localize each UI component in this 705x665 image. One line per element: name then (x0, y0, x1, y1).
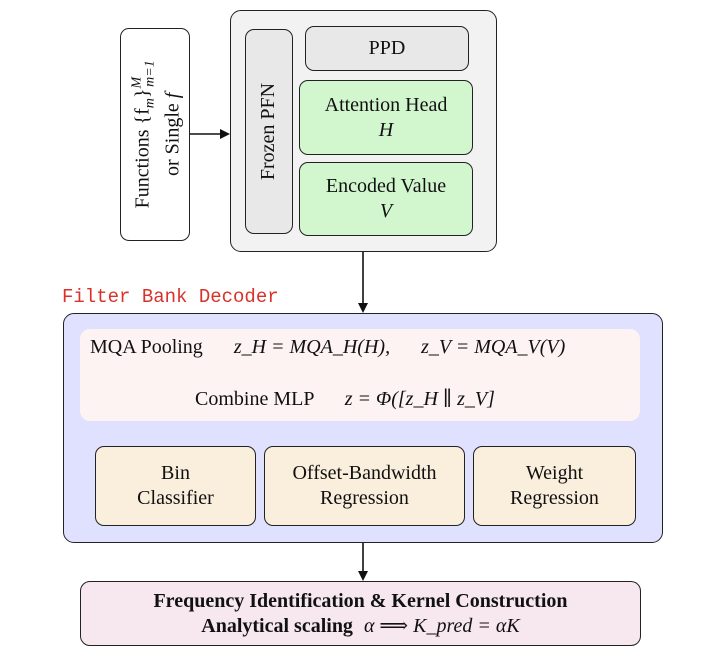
mqa-pooling-area (80, 329, 640, 421)
kernel-construction-title: Frequency Identification & Kernel Constr… (153, 589, 568, 612)
input-f-symbol: f (161, 92, 184, 99)
weight-regression-line2: Regression (510, 487, 599, 509)
mqa-pooling-line: MQA Pooling z_H = MQA_H(H), z_V = MQA_V(… (90, 336, 565, 359)
kernel-formula: α ⟹ K_pred = αK (363, 614, 520, 637)
offset-bandwidth-line2: Regression (320, 487, 409, 509)
attention-head-symbol: H (378, 118, 394, 141)
frozen-pfn-label: Frozen PFN (257, 82, 280, 181)
weight-regression-box: Weight Regression (473, 446, 636, 526)
mqa-pooling-label: MQA Pooling (90, 336, 203, 358)
attention-head-box: Attention Head H (299, 80, 473, 155)
bin-classifier-line1: Bin (161, 462, 190, 484)
analytical-scaling-label: Analytical scaling (201, 614, 353, 637)
offset-bandwidth-box: Offset-Bandwidth Regression (264, 446, 465, 526)
ppd-label: PPD (368, 37, 406, 59)
combine-mlp-label: Combine MLP (195, 388, 314, 410)
input-sub-range: m=1 (142, 60, 158, 87)
combine-mlp-line: Combine MLP z = Φ([z_H ∥ z_V] (195, 386, 495, 411)
encoded-value-symbol: V (379, 200, 393, 222)
bin-classifier-box: Bin Classifier (95, 446, 256, 526)
encoded-value-title: Encoded Value (325, 175, 447, 197)
frozen-pfn-box: Frozen PFN (245, 29, 293, 234)
input-sub-m: m (142, 98, 158, 109)
input-functions-box: Functions {fm}Mm=1 or Single f (120, 28, 190, 241)
input-line1-text: Functions {f (131, 108, 154, 209)
attention-head-title: Attention Head (324, 93, 448, 116)
combine-mlp-formula: z = Φ([z_H ∥ z_V] (344, 388, 495, 410)
kernel-construction-box: Frequency Identification & Kernel Constr… (80, 581, 641, 646)
ppd-box: PPD (305, 26, 469, 71)
weight-regression-line1: Weight (525, 462, 584, 484)
input-line2-text: or Single (161, 98, 184, 177)
filter-bank-decoder-label: Filter Bank Decoder (62, 286, 279, 308)
input-functions-label: Functions {fm}Mm=1 or Single f (126, 60, 185, 208)
encoded-value-box: Encoded Value V (299, 162, 473, 236)
mqa-formula-v: z_V = MQA_V(V) (421, 336, 566, 358)
bin-classifier-line2: Classifier (137, 487, 214, 509)
input-brace: } (131, 88, 154, 99)
mqa-formula-h: z_H = MQA_H(H), (233, 336, 391, 358)
offset-bandwidth-line1: Offset-Bandwidth (292, 462, 437, 484)
